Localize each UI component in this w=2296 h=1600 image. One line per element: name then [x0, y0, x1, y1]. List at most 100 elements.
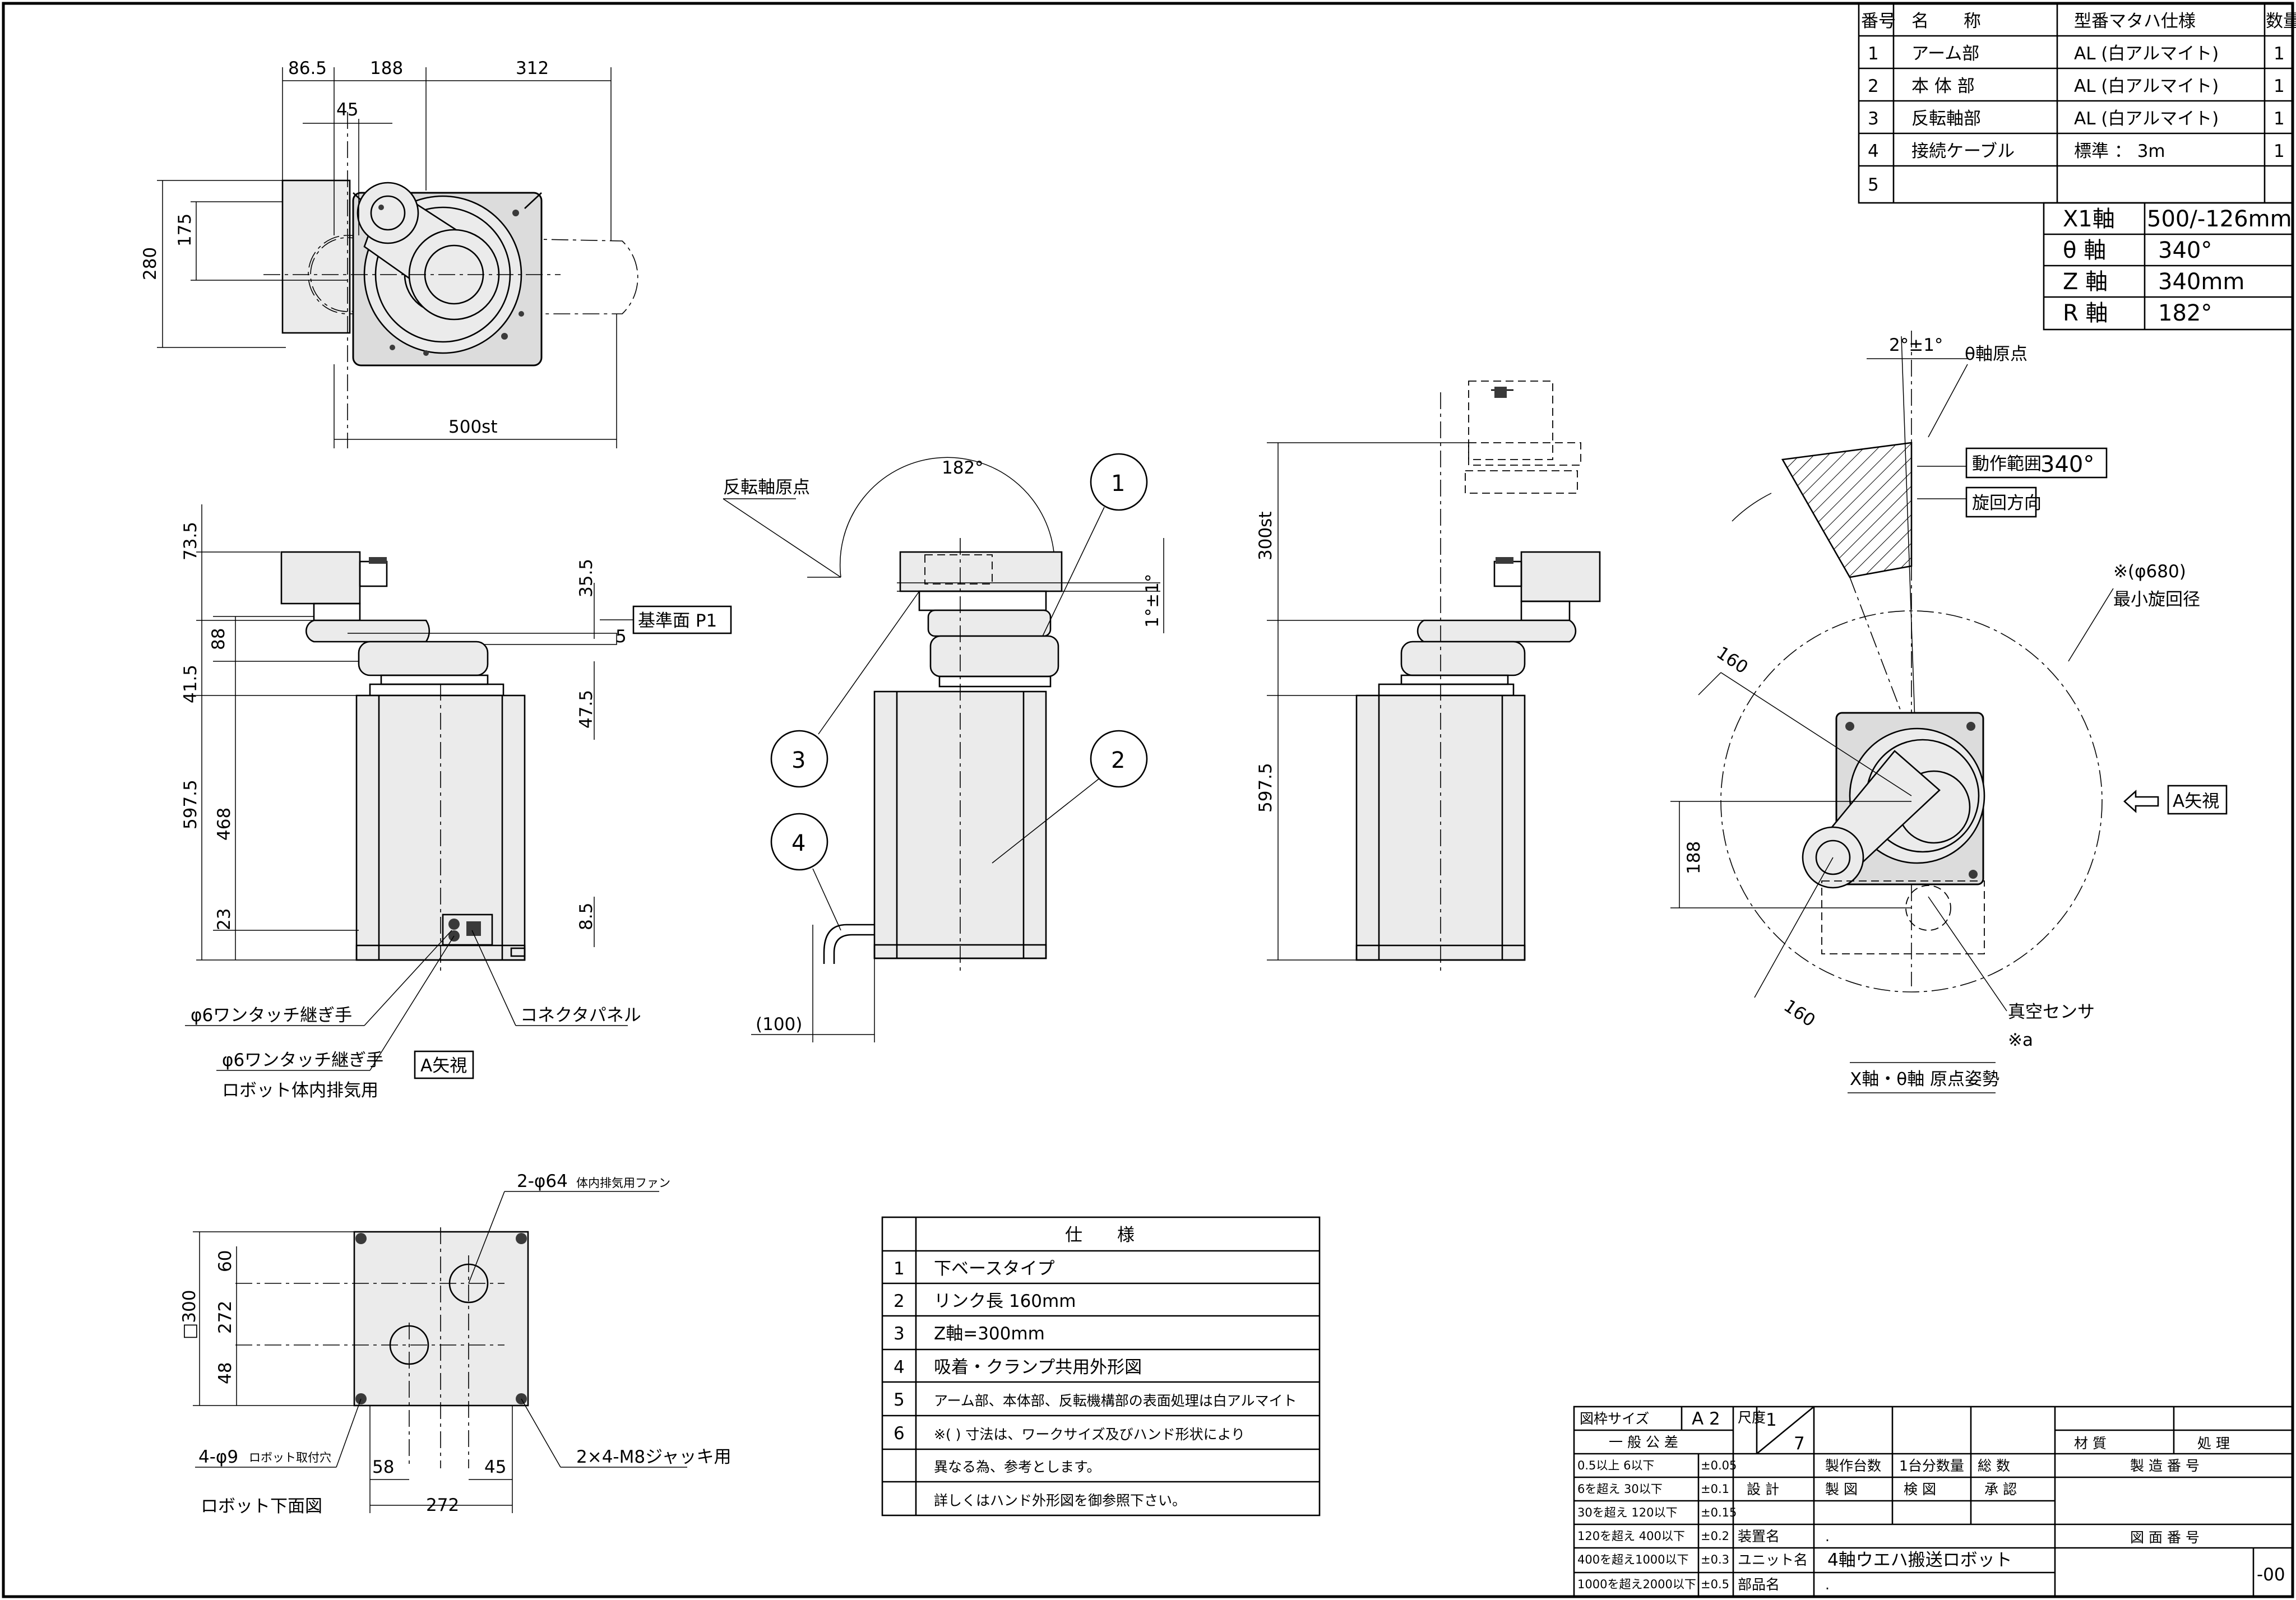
scale-denominator: 7: [1794, 1434, 1805, 1454]
fan-callout: 2-φ64: [517, 1171, 568, 1191]
top-dim-45: 45: [336, 100, 358, 120]
count-label: 総 数: [1978, 1458, 2010, 1474]
front-dim-597-5: 597.5: [180, 780, 201, 829]
tolerance-value: ±0.1: [1701, 1482, 1729, 1496]
part-label: 部品名: [1738, 1576, 1780, 1593]
axis-value: 340mm: [2158, 269, 2244, 295]
tolerance-value: ±0.3: [1701, 1553, 1729, 1566]
fan-callout-note: 体内排気用ファン: [576, 1176, 670, 1190]
axis-label: X1軸: [2063, 206, 2115, 232]
approval-label: 製 図: [1825, 1481, 1858, 1497]
fitting-label-2: φ6ワンタッチ継ぎ手: [222, 1050, 383, 1070]
part-row-no: 4: [1868, 141, 1879, 161]
title-block: 図枠サイズ A 2 一 般 公 差 0.5以上 6以下 ±0.05 6を超え 3…: [1573, 1406, 2294, 1598]
approval-label: 承 認: [1984, 1481, 2017, 1497]
rotation-direction-label: 旋回方向: [1972, 493, 2042, 513]
tolerance-value: ±0.05: [1701, 1459, 1737, 1472]
bottom-dim-45: 45: [484, 1457, 506, 1477]
theta-origin-label: θ軸原点: [1965, 344, 2027, 364]
count-label: 製作台数: [1825, 1458, 1881, 1474]
front-dim-47-5: 47.5: [576, 690, 596, 729]
approval-label: 設 計: [1747, 1481, 1779, 1497]
plan-view-a-label: A矢視: [2173, 791, 2219, 811]
spec-no: 2: [894, 1291, 905, 1311]
part-row-no: 5: [1868, 175, 1879, 195]
spec-table: 仕 様 1 下ベースタイプ 2 リンク長 160mm 3 Z軸=300mm 4 …: [881, 1216, 1321, 1516]
tolerance-range: 1000を超え2000以下: [1577, 1578, 1696, 1591]
link-dim-160-upper: 160: [1713, 643, 1752, 678]
link-dim-160-lower: 160: [1780, 996, 1819, 1031]
unit-label: ユニット名: [1738, 1552, 1808, 1568]
device-label: 装置名: [1738, 1528, 1780, 1545]
front-dim-8-5: 8.5: [576, 903, 596, 930]
part-row-name: 本 体 部: [1911, 76, 1975, 96]
origin-pose-label: X軸・θ軸 原点姿勢: [1850, 1069, 1999, 1089]
right-dim-597-5: 597.5: [1256, 763, 1276, 813]
side-angle-182: 182°: [942, 458, 984, 478]
approval-label: 検 図: [1904, 1481, 1936, 1497]
part-value: .: [1825, 1576, 1830, 1593]
part-row-spec: AL (白アルマイト): [2074, 109, 2219, 129]
front-view: 73.5 88 41.5 597.5 468 23 35.5 5 47.5 8.…: [180, 504, 732, 1101]
part-row-qty: 1: [2274, 44, 2285, 64]
front-view-a-label: A矢視: [420, 1056, 467, 1076]
top-dim-312: 312: [516, 58, 549, 78]
top-dim-500st: 500st: [448, 417, 497, 437]
axis-label: Z 軸: [2063, 269, 2108, 295]
parts-table: 番号 名 称 型番マタハ仕様 数量 1 アーム部 AL (白アルマイト) 1 2…: [1858, 2, 2296, 204]
plan-view: 2°±1° θ軸原点 動作範囲 340° 旋回方向 ※(φ680) 最小旋回径 …: [1670, 331, 2228, 1093]
drawing-number-label: 図 面 番 号: [2130, 1529, 2200, 1546]
bottom-dim-58: 58: [372, 1457, 394, 1477]
tolerance-value: ±0.2: [1701, 1529, 1729, 1543]
part-row-spec: AL (白アルマイト): [2074, 76, 2219, 96]
axis-table: X1軸 500/-126mm θ 軸 340° Z 軸 340mm R 軸 18…: [2043, 202, 2294, 331]
top-view: 86.5 188 312 45 280 175 500st: [140, 58, 638, 448]
radius-note: ※(φ680): [2113, 562, 2186, 582]
front-dim-35-5: 35.5: [576, 559, 596, 597]
invert-axis-origin-label: 反転軸原点: [723, 477, 810, 498]
tolerance-range: 0.5以上 6以下: [1577, 1459, 1654, 1472]
front-dim-88: 88: [209, 628, 229, 650]
top-dim-280: 280: [140, 247, 160, 280]
balloon-1: 1: [1111, 471, 1125, 497]
balloon-2: 2: [1111, 748, 1125, 773]
mount-callout-note: ロボット取付穴: [249, 1451, 331, 1464]
axis-label: θ 軸: [2063, 238, 2106, 263]
spec-no: 5: [894, 1390, 905, 1410]
spec-header: 仕 様: [1065, 1225, 1135, 1245]
note-a-label: ※a: [2008, 1030, 2033, 1050]
balloon-4: 4: [791, 831, 806, 856]
part-row-spec: 標準 ： 3m: [2074, 141, 2165, 161]
side-tol-label: 1°±1°: [1142, 574, 1163, 628]
spec-text: リンク長 160mm: [934, 1291, 1076, 1311]
bottom-dim-60: 60: [215, 1250, 235, 1272]
front-dim-41-5: 41.5: [180, 665, 201, 703]
side-dim-100: (100): [756, 1014, 802, 1035]
part-row-qty: 1: [2274, 76, 2285, 96]
part-row-qty: 1: [2274, 141, 2285, 161]
part-row-no: 2: [1868, 76, 1879, 96]
top-dim-86-5: 86.5: [288, 58, 327, 78]
radius-label: 最小旋回径: [2113, 590, 2200, 610]
axis-value: 340°: [2158, 238, 2212, 263]
spec-no: 3: [894, 1324, 905, 1344]
bottom-dim-272: 272: [215, 1301, 235, 1334]
spec-no: 1: [894, 1259, 905, 1279]
part-row-no: 3: [1868, 109, 1879, 129]
parts-header-spec: 型番マタハ仕様: [2074, 11, 2196, 31]
part-row-name: 接続ケーブル: [1911, 141, 2015, 161]
connector-panel-label: コネクタパネル: [520, 1005, 641, 1026]
tolerance-value: ±0.5: [1701, 1578, 1729, 1591]
plan-dim-188: 188: [1684, 841, 1704, 874]
spec-text: アーム部、本体部、反転機構部の表面処理は白アルマイト: [934, 1393, 1297, 1409]
mfg-number-label: 製 造 番 号: [2130, 1458, 2200, 1474]
bottom-dim-272-width: 272: [426, 1495, 459, 1515]
axis-value: 182°: [2158, 300, 2212, 326]
tolerance-range: 400を超え1000以下: [1577, 1553, 1689, 1566]
top-dim-175: 175: [175, 214, 195, 247]
mount-callout: 4-φ9: [198, 1447, 238, 1467]
part-row-spec: AL (白アルマイト): [2074, 44, 2219, 64]
scale-label: 尺度: [1738, 1409, 1766, 1426]
top-dim-188: 188: [370, 58, 403, 78]
